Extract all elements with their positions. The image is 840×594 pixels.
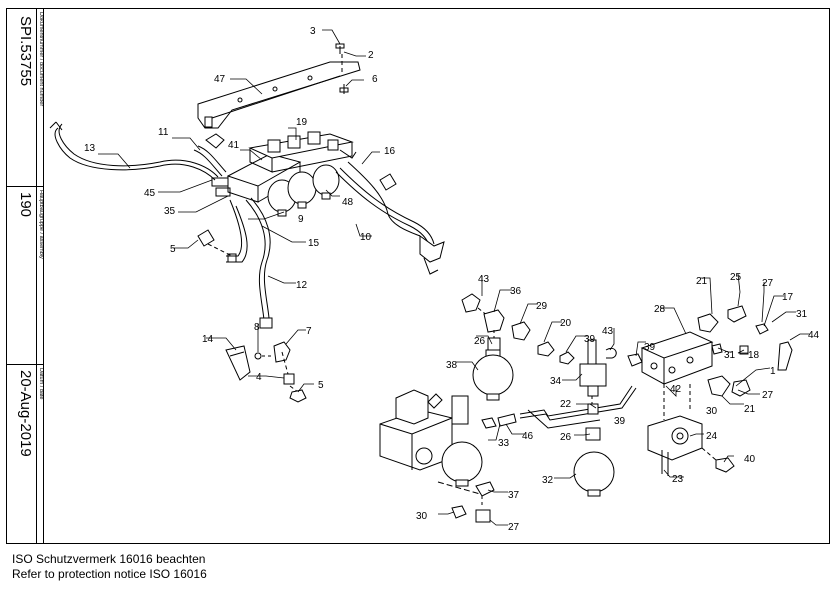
accumulator-part (472, 349, 514, 401)
callout-label: 27 (762, 390, 774, 401)
protection-notice-de: ISO Schutzvermerk 16016 beachten (12, 552, 206, 566)
callout-label: 29 (536, 301, 548, 312)
title-block-row-rule (6, 186, 44, 187)
title-block-row-rule (6, 364, 44, 365)
callout-label: 1 (770, 366, 776, 377)
hose-part (335, 161, 445, 275)
callout-label: 19 (296, 117, 308, 128)
title-block: SPI.53755 Dokumentnummer / document numb… (6, 8, 44, 544)
callout-labels: 3 2 47 6 13 11 19 41 16 45 48 35 9 10 5 … (84, 26, 820, 533)
callout-label: 12 (296, 280, 308, 291)
callout-label: 26 (474, 336, 486, 347)
callout-label: 42 (670, 384, 682, 395)
callout-label: 10 (360, 232, 372, 243)
callout-label: 14 (202, 334, 214, 345)
callout-label: 36 (510, 286, 522, 297)
callout-label: 15 (308, 238, 320, 249)
callout-label: 47 (214, 74, 226, 85)
fitting-part (481, 403, 601, 441)
callout-label: 25 (730, 272, 742, 283)
callout-label: 4 (256, 372, 262, 383)
callout-label: 5 (170, 244, 176, 255)
callout-label: 44 (808, 330, 820, 341)
callout-label: 43 (478, 274, 490, 285)
callout-label: 27 (762, 278, 774, 289)
callout-label: 16 (384, 146, 396, 157)
callout-label: 30 (416, 511, 428, 522)
callout-label: 31 (796, 309, 808, 320)
bracket-part (197, 61, 361, 129)
callout-label: 8 (254, 322, 260, 333)
callout-label: 27 (508, 522, 520, 533)
callout-label: 9 (298, 214, 304, 225)
callout-label: 26 (560, 432, 572, 443)
callout-label: 48 (342, 197, 354, 208)
callout-label: 22 (560, 399, 572, 410)
valve-block-part (627, 331, 714, 385)
fitting-part (197, 229, 237, 263)
callout-label: 6 (372, 74, 378, 85)
callout-label: 34 (550, 376, 562, 387)
callout-label: 41 (228, 140, 240, 151)
fitting-part (254, 341, 307, 403)
protection-notice-en: Refer to protection notice ISO 16016 (12, 567, 207, 581)
hose-part (226, 197, 273, 329)
callout-label: 31 (724, 350, 736, 361)
accumulator-part (441, 441, 483, 487)
accumulator-part (267, 164, 340, 217)
callout-label: 21 (744, 404, 756, 415)
valve-part (579, 339, 617, 404)
callout-label: 2 (368, 50, 374, 61)
callout-label: 24 (706, 431, 718, 442)
callout-label: 21 (696, 276, 708, 287)
lever-part (225, 345, 251, 381)
callout-label: 20 (560, 318, 572, 329)
callout-label: 7 (306, 326, 312, 337)
callout-label: 28 (654, 304, 666, 315)
callout-label: 30 (706, 406, 718, 417)
callout-label: 13 (84, 143, 96, 154)
fitting-part (437, 481, 495, 523)
fitting-part (461, 293, 575, 365)
callout-label: 33 (498, 438, 510, 449)
fitting-part (663, 305, 793, 420)
hose-part (49, 121, 219, 181)
drawing-frame (6, 8, 830, 544)
callout-label: 45 (144, 188, 156, 199)
callout-label: 35 (164, 206, 176, 217)
title-block-divider (36, 8, 37, 544)
protection-notice: ISO Schutzvermerk 16016 beachten Refer t… (12, 552, 207, 582)
screw-part (335, 43, 349, 94)
machine-block-part (379, 389, 469, 471)
valve-rail-part (248, 131, 357, 173)
callout-label: 39 (614, 416, 626, 427)
callout-label: 46 (522, 431, 534, 442)
callout-label: 23 (672, 474, 684, 485)
callout-label: 5 (318, 380, 324, 391)
tube-part (519, 385, 637, 429)
callout-label: 18 (748, 350, 760, 361)
pump-part (647, 415, 735, 476)
callout-label: 37 (508, 490, 520, 501)
callout-label: 17 (782, 292, 794, 303)
callout-label: 38 (446, 360, 458, 371)
callout-label: 39 (584, 334, 596, 345)
callout-label: 11 (158, 127, 169, 138)
callout-label: 3 (310, 26, 316, 37)
leader-lines (98, 29, 810, 526)
callout-label: 40 (744, 454, 756, 465)
callout-label: 39 (644, 342, 656, 353)
hose-part (193, 133, 227, 177)
callout-label: 32 (542, 475, 554, 486)
callout-label: 43 (602, 326, 614, 337)
accumulator-part (573, 451, 615, 497)
